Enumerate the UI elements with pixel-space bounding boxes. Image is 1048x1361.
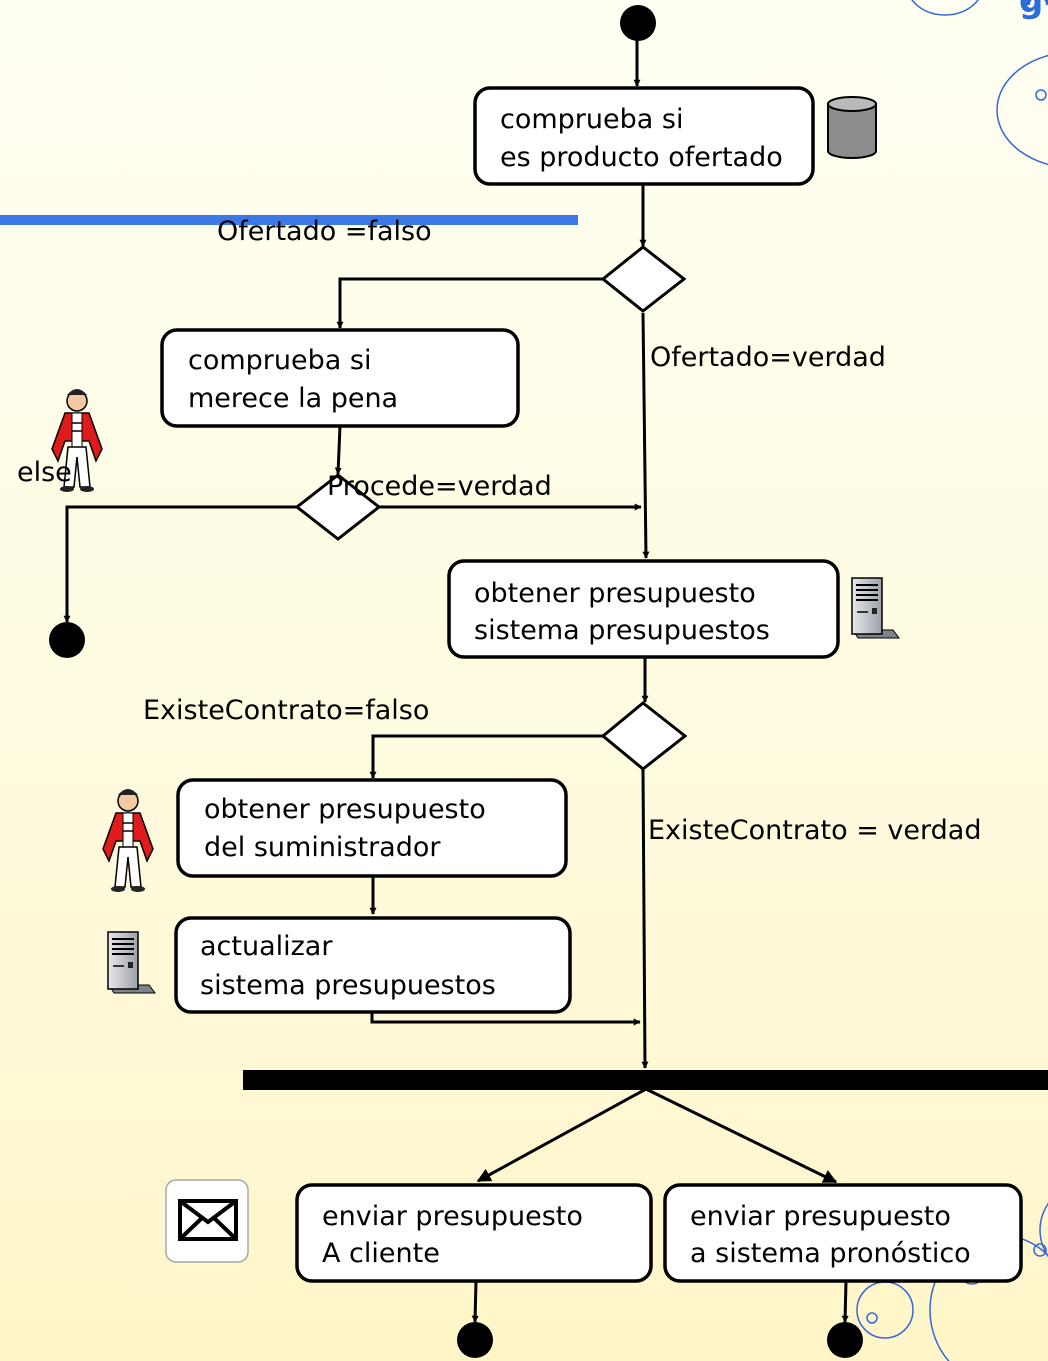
activity-label: es producto ofertado (500, 142, 783, 173)
fork-bar (243, 1070, 1048, 1090)
server-icon (107, 931, 156, 994)
activity-get-quote-system: obtener presupuesto sistema presupuestos (447, 559, 840, 659)
activity-label: obtener presupuesto (474, 578, 756, 609)
start-node (620, 5, 656, 41)
activity-label: a sistema pronóstico (690, 1238, 971, 1269)
guard-label-offered-false: Ofertado =falso (217, 216, 432, 247)
decision-proceed (294, 473, 382, 541)
person-icon (51, 389, 103, 492)
end-node (49, 622, 85, 658)
activity-label: enviar presupuesto (690, 1201, 951, 1232)
server-icon (851, 577, 900, 639)
activity-label: obtener presupuesto (204, 794, 486, 825)
database-icon (827, 96, 877, 159)
activity-label: merece la pena (188, 383, 398, 414)
person-icon (102, 789, 154, 892)
activity-send-client: enviar presupuesto A cliente (295, 1183, 653, 1283)
accent-bar (0, 215, 578, 225)
envelope-icon (165, 1179, 249, 1263)
guard-label-proceed-true: Procede=verdad (327, 471, 552, 502)
decision-offered (600, 245, 687, 313)
activity-label: enviar presupuesto (322, 1201, 583, 1232)
activity-get-quote-supplier: obtener presupuesto del suministrador (176, 778, 568, 878)
guard-label-offered-true: Ofertado=verdad (650, 342, 886, 373)
activity-check-worth: comprueba si merece la pena (160, 328, 520, 428)
activity-label: comprueba si (500, 104, 683, 135)
guard-label-else: else (17, 457, 72, 488)
end-node (827, 1322, 863, 1358)
end-node (457, 1322, 493, 1358)
guard-label-contract-true: ExisteContrato = verdad (648, 815, 981, 846)
bubble-decoration (856, 0, 1048, 1361)
control-flows (63, 30, 849, 1323)
activity-send-forecast: enviar presupuesto a sistema pronóstico (663, 1183, 1023, 1283)
activity-label: sistema presupuestos (200, 970, 496, 1001)
cropped-title-fragment: g (1019, 0, 1043, 21)
activity-label: sistema presupuestos (474, 615, 770, 646)
activity-label: A cliente (322, 1238, 440, 1269)
decision-contract (600, 701, 688, 771)
activity-update-system: actualizar sistema presupuestos (174, 916, 572, 1014)
activity-check-offer: comprueba si es producto ofertado (473, 86, 815, 186)
activity-label: actualizar (200, 931, 333, 962)
activity-label: comprueba si (188, 345, 371, 376)
activity-label: del suministrador (204, 832, 441, 863)
guard-label-contract-false: ExisteContrato=falso (143, 695, 429, 726)
